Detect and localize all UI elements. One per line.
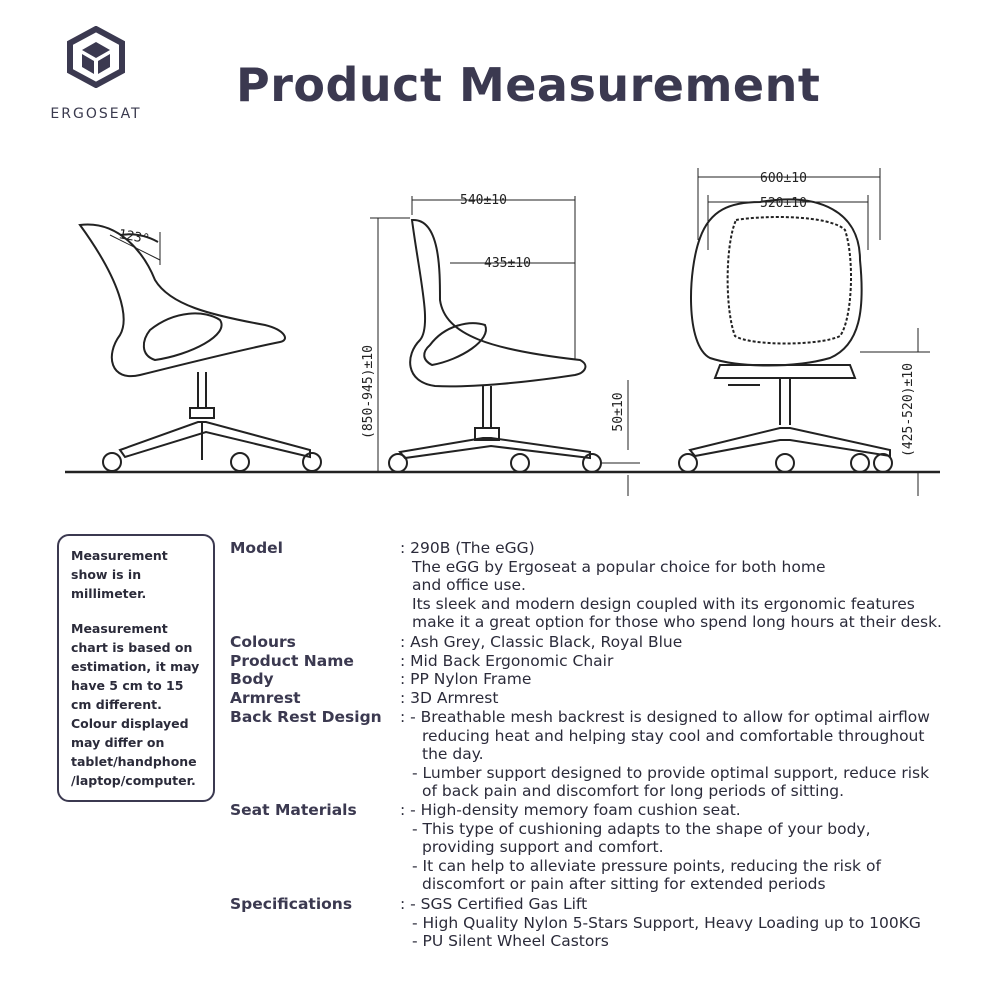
dim-width: 600±10 — [760, 171, 807, 186]
spec-value: : Ash Grey, Classic Black, Royal Blue — [400, 633, 683, 651]
spec-value: : 290B (The eGG) The eGG by Ergoseat a p… — [400, 539, 942, 632]
note-disclaimer: Measurement chart is based on estimation… — [71, 621, 200, 788]
spec-value: : - High-density memory foam cushion sea… — [400, 801, 881, 894]
chair-drawing: 123° 540±10 435±10 (850-945)±10 50±10 60… — [65, 168, 940, 496]
dim-wheel: 50±10 — [611, 392, 626, 431]
spec-label: Armrest — [230, 689, 301, 707]
spec-label: Model — [230, 539, 283, 557]
spec-label: Back Rest Design — [230, 708, 382, 726]
dim-seat-depth: 435±10 — [484, 256, 531, 271]
spec-value: : 3D Armrest — [400, 689, 499, 707]
brand-logo: ERGOSEAT — [36, 26, 156, 126]
spec-label: Specifications — [230, 895, 353, 913]
page-title: Product Measurement — [236, 58, 821, 112]
spec-label: Body — [230, 670, 274, 688]
chair-front — [678, 198, 893, 473]
spec-label: Product Name — [230, 652, 354, 670]
dim-angle: 123° — [117, 227, 150, 247]
dim-height: (850-945)±10 — [361, 345, 376, 439]
spec-value: : PP Nylon Frame — [400, 670, 532, 688]
dim-seat-height: (425-520)±10 — [901, 363, 916, 457]
note-unit: Measurement show is in millimeter. — [71, 548, 168, 601]
brand-name: ERGOSEAT — [50, 106, 142, 122]
dim-depth: 540±10 — [460, 193, 507, 208]
spec-value: : - Breathable mesh backrest is designed… — [400, 708, 930, 801]
chair-side-angle — [78, 223, 322, 472]
spec-label: Seat Materials — [230, 801, 357, 819]
dim-back-width: 520±10 — [760, 196, 807, 211]
chair-side-profile — [388, 218, 602, 473]
spec-label: Colours — [230, 633, 296, 651]
measurement-note: Measurement show is in millimeter. Measu… — [57, 534, 215, 802]
spec-value: : Mid Back Ergonomic Chair — [400, 652, 614, 670]
hexagon-cube-logo-icon — [67, 26, 125, 88]
spec-value: : - SGS Certified Gas Lift - High Qualit… — [400, 895, 921, 951]
